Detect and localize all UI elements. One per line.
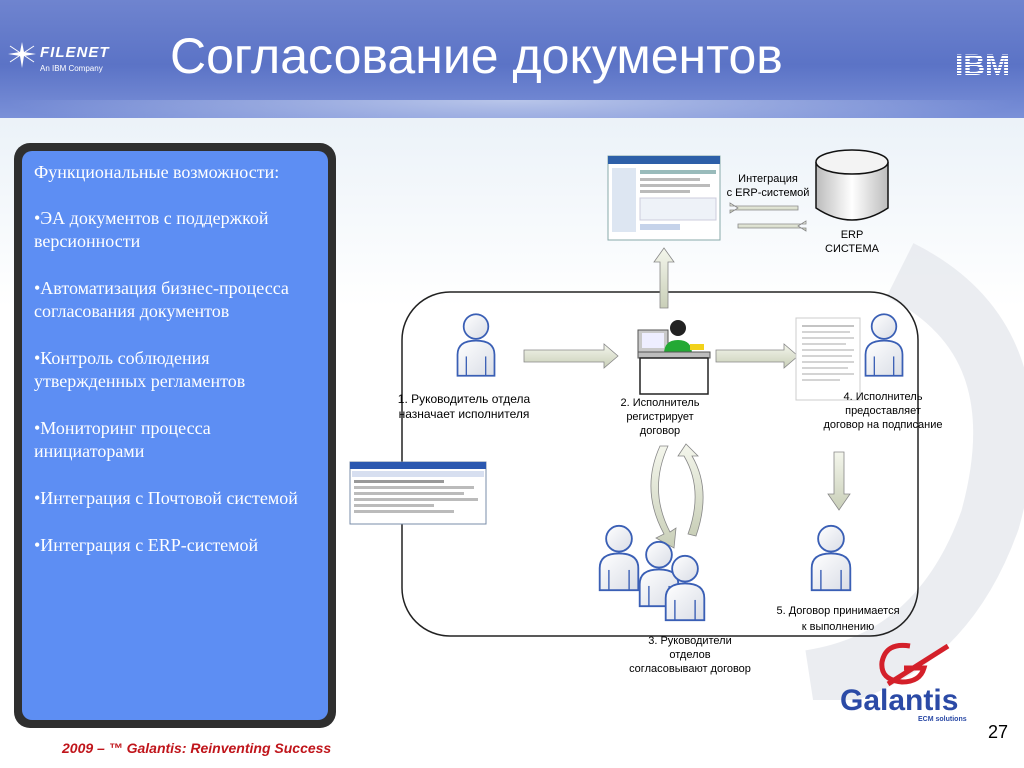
arrow-down-curved — [650, 445, 677, 549]
feature-item: •Мониторинг процесса инициаторами — [34, 418, 211, 461]
galantis-logo: Galantis ECM solutions — [838, 640, 978, 728]
arrow-up-curved — [677, 443, 704, 537]
person-icon — [456, 313, 496, 377]
filenet-name: FILENET — [40, 44, 110, 61]
feature-item: •ЭА документов с поддержкой версионности — [34, 208, 269, 251]
feature-item: •Интеграция с ERP-системой — [34, 535, 259, 555]
features-panel: Функциональные возможности: •ЭА документ… — [14, 143, 336, 728]
svg-text:IBM: IBM — [955, 50, 1010, 78]
filenet-logo: FILENET An IBM Company — [6, 38, 116, 82]
arrow-down — [827, 451, 851, 511]
integration-label: Интеграция с ERP-системой — [726, 173, 810, 199]
arrow-up — [653, 247, 675, 309]
feature-item: •Автоматизация бизнес-процесса согласова… — [34, 278, 289, 321]
person-icon — [864, 313, 904, 377]
erp-label: ERP СИСТЕМА — [825, 229, 879, 255]
computer-operator-icon — [637, 320, 711, 395]
galantis-name: Galantis — [840, 684, 959, 717]
feature-item: •Интеграция с Почтовой системой — [34, 488, 298, 508]
arrow-right-1 — [523, 343, 619, 369]
email-window-thumbnail — [349, 461, 487, 525]
step2-label: 2. Исполнитель регистрирует договор — [620, 397, 700, 437]
header-bar: FILENET An IBM Company Согласование доку… — [0, 0, 1024, 118]
person-icon — [598, 524, 640, 592]
features-panel-inner: Функциональные возможности: •ЭА документ… — [22, 151, 328, 720]
erp-screen-thumbnail — [607, 155, 721, 241]
person-icon — [810, 524, 852, 592]
page-number: 27 — [988, 722, 1009, 742]
workflow-diagram-svg — [349, 149, 1024, 700]
step5-label: 5. Договор принимается к выполнению — [776, 605, 900, 633]
filenet-star-icon — [8, 42, 36, 68]
galantis-logo-icon — [879, 642, 950, 687]
step3-label: 3. Руководители отделов согласовывают до… — [629, 635, 751, 675]
person-icon — [664, 554, 706, 622]
features-heading: Функциональные возможности: — [34, 162, 280, 182]
step4-label: 4. Исполнитель предоставляет договор на … — [823, 391, 943, 431]
feature-item: •Контроль соблюдения утвержденных реглам… — [34, 348, 246, 391]
footer-slogan: 2009 – ™ Galantis: Reinventing Success — [62, 740, 332, 756]
page-title: Согласование документов — [170, 28, 783, 84]
filenet-subtitle: An IBM Company — [40, 64, 103, 73]
step1-label: 1. Руководитель отдела назначает исполни… — [397, 392, 531, 421]
contract-document — [795, 317, 861, 401]
header-wave — [0, 100, 1024, 118]
arrow-left — [729, 202, 799, 214]
galantis-subtitle: ECM solutions — [918, 716, 967, 723]
arrow-right — [737, 220, 807, 232]
arrow-right-2 — [715, 343, 799, 369]
workflow-diagram: Интеграция с ERP-системой ERP СИСТЕМА 1.… — [340, 140, 1024, 700]
ibm-logo-icon: IBM — [955, 50, 1010, 78]
database-icon — [815, 149, 889, 221]
